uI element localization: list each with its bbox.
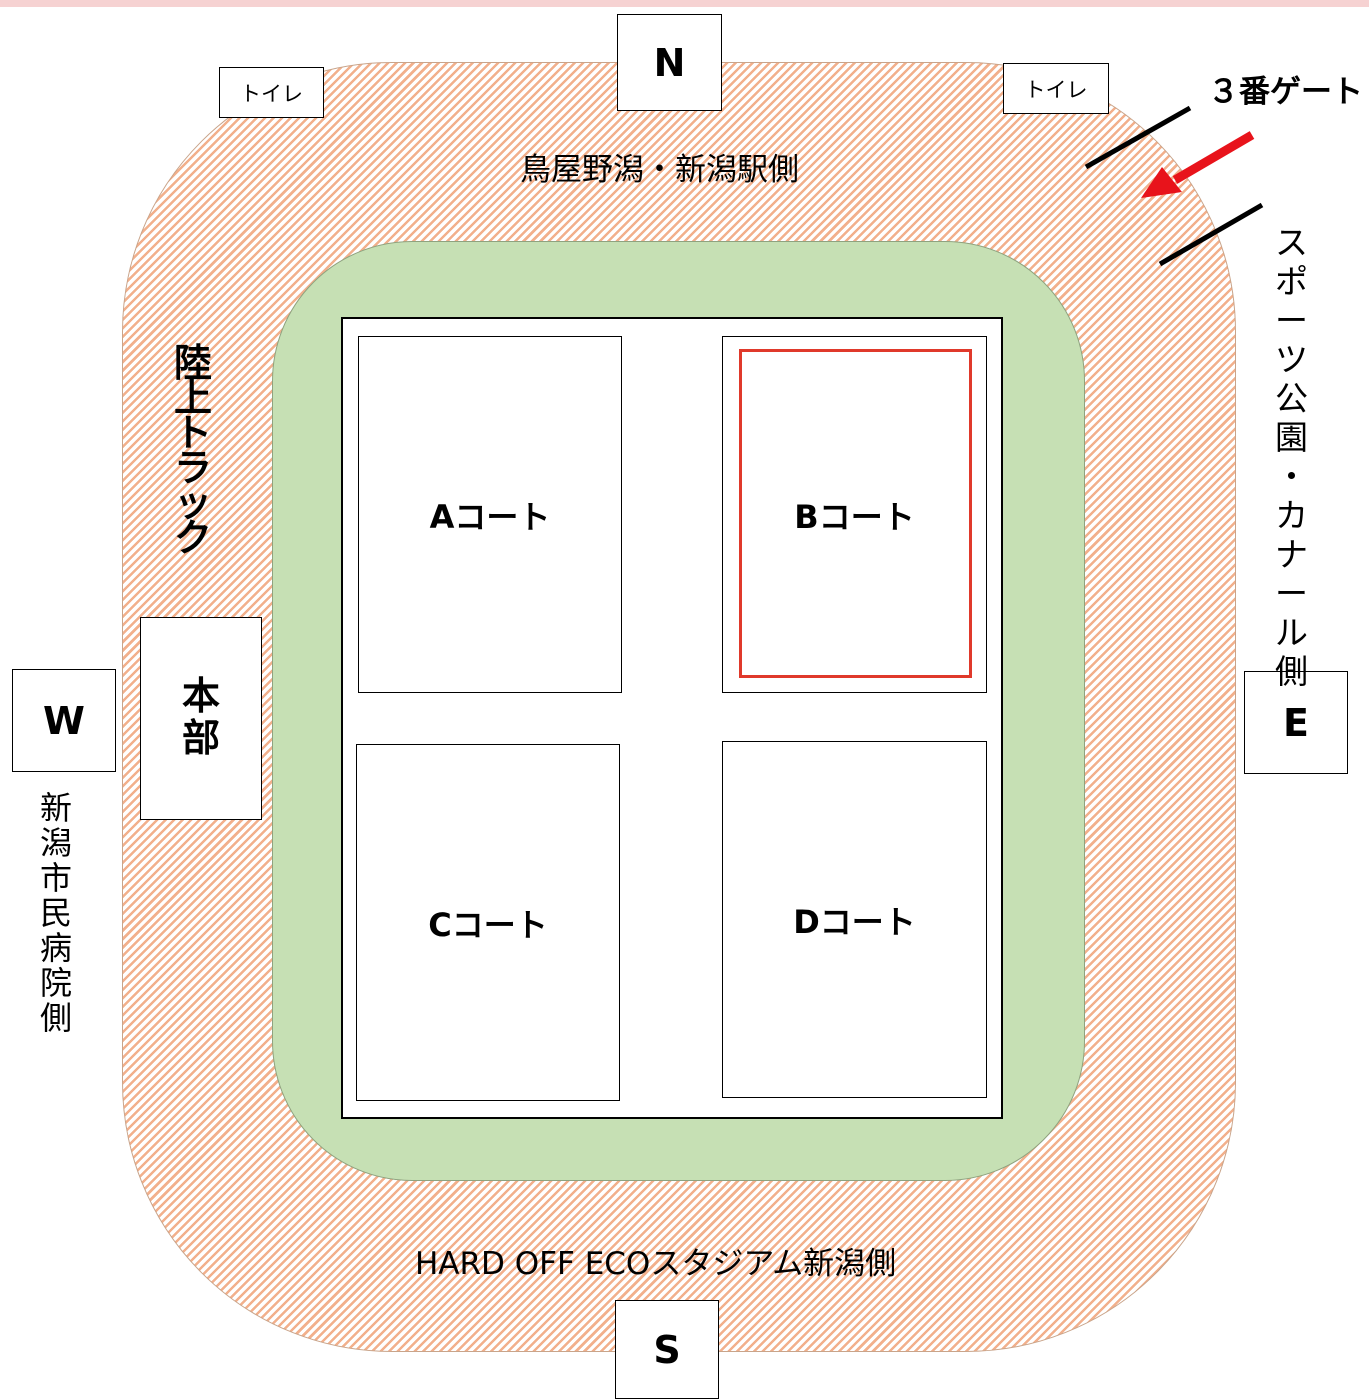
east-label-char: ・ <box>1275 457 1308 496</box>
east-label-char: ー <box>1275 301 1308 340</box>
track-label-char: ト <box>174 411 213 455</box>
west-label-char: 側 <box>40 999 73 1037</box>
track-label-char: 陸 <box>174 341 213 385</box>
east-label-char: ナ <box>1275 535 1308 574</box>
hq-text-char: 本 <box>181 673 220 718</box>
west-label-char: 院 <box>40 964 73 1002</box>
track-label-char: ラ <box>174 446 213 490</box>
east-label-char: 園 <box>1275 418 1308 457</box>
toilet-left: トイレ <box>219 67 324 118</box>
track-label-char: 上 <box>174 376 213 420</box>
west-label-char: 病 <box>40 929 73 967</box>
gate-left-post <box>1084 105 1192 170</box>
east-side-label: スポーツ公園・カナール側 <box>1275 226 1308 694</box>
gate-3-label: ３番ゲート <box>1208 74 1363 110</box>
east-label-char: ス <box>1275 223 1308 262</box>
east-label-char: カ <box>1275 496 1308 535</box>
west-label-char: 市 <box>40 859 73 897</box>
court-c[interactable]: Cコート <box>356 744 620 1101</box>
track-label-char: ッ <box>174 481 213 525</box>
east-label-char: 側 <box>1275 652 1308 691</box>
court-b-label: Bコート <box>794 497 915 536</box>
south-side-label: HARD OFF ECOスタジアム新潟側 <box>415 1246 897 1282</box>
compass-east: E <box>1244 671 1348 774</box>
headquarters: 本部 <box>140 617 262 820</box>
toilet-right: トイレ <box>1003 63 1109 114</box>
court-d[interactable]: Dコート <box>722 741 987 1098</box>
east-label-char: ポ <box>1275 262 1308 301</box>
court-c-label: Cコート <box>428 905 548 944</box>
compass-south-label: S <box>653 1327 681 1372</box>
east-label-char: 公 <box>1275 379 1308 418</box>
gate-arrow-shaft <box>1172 131 1255 184</box>
west-label-char: 新 <box>40 789 73 827</box>
court-b[interactable]: Bコート <box>722 336 987 693</box>
compass-west: W <box>12 669 116 772</box>
track-label: 陸上トラック <box>174 341 213 560</box>
top-band <box>0 0 1369 7</box>
court-a[interactable]: Aコート <box>358 336 622 693</box>
west-label-char: 民 <box>40 894 73 932</box>
compass-west-label: W <box>43 698 85 743</box>
hq-text-char: 部 <box>181 715 220 760</box>
headquarters-label: 本部 <box>182 677 220 761</box>
compass-east-label: E <box>1283 700 1309 745</box>
east-label-char: ツ <box>1275 340 1308 379</box>
court-d-label: Dコート <box>793 902 916 941</box>
court-b-highlight <box>739 349 972 678</box>
compass-south: S <box>615 1300 719 1399</box>
track-label-char: ク <box>174 516 213 560</box>
court-a-label: Aコート <box>429 497 551 536</box>
compass-north-label: N <box>653 40 686 85</box>
east-label-char: ル <box>1275 613 1308 652</box>
gate-arrow-icon <box>1141 167 1182 198</box>
east-label-char: ー <box>1275 574 1308 613</box>
north-side-label: 鳥屋野潟・新潟駅側 <box>520 152 799 188</box>
toilet-right-label: トイレ <box>1024 77 1088 102</box>
west-label-char: 潟 <box>40 824 73 862</box>
compass-north: N <box>617 14 722 111</box>
west-side-label: 新潟市民病院側 <box>40 792 72 1037</box>
toilet-left-label: トイレ <box>240 81 303 106</box>
gate-right-post <box>1158 202 1264 267</box>
